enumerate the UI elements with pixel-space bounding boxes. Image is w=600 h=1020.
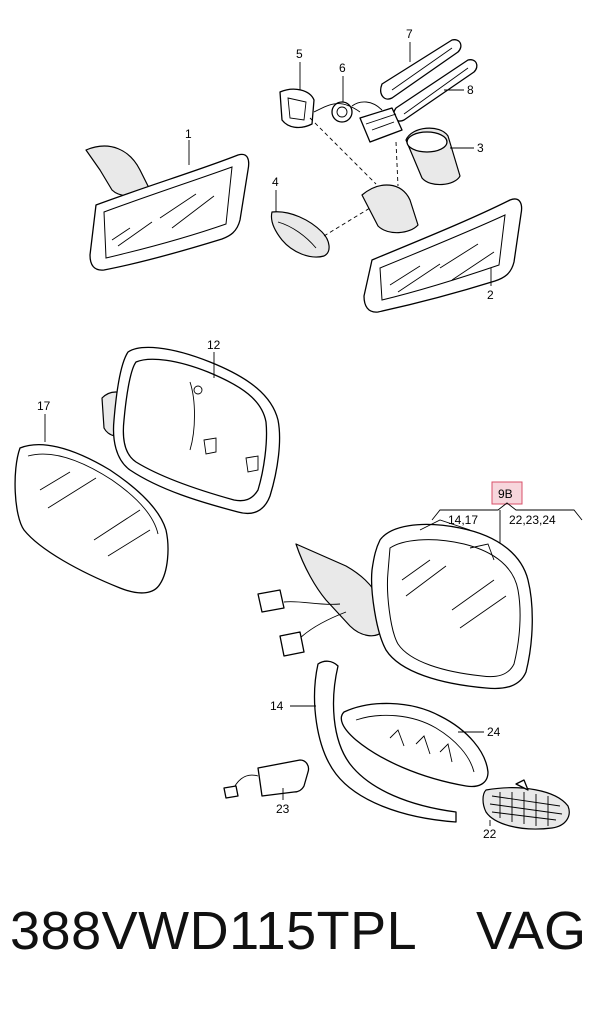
svg-text:4: 4 xyxy=(272,175,279,189)
svg-text:24: 24 xyxy=(487,725,501,739)
part-23-lamp: 23 xyxy=(223,759,310,816)
callout-7: 7 xyxy=(406,27,413,62)
group-reference: 9B 14,17 22,23,24 xyxy=(431,481,583,560)
footer: 388VWD115TPL VAG xyxy=(0,900,600,980)
callout-1: 1 xyxy=(185,127,192,165)
callout-5: 5 xyxy=(296,47,303,90)
svg-text:9B: 9B xyxy=(498,487,513,501)
harness-connector xyxy=(313,101,403,143)
svg-text:5: 5 xyxy=(296,47,303,61)
svg-text:6: 6 xyxy=(339,61,346,75)
svg-text:23: 23 xyxy=(276,802,290,816)
svg-text:22: 22 xyxy=(483,827,497,841)
svg-text:14: 14 xyxy=(270,699,284,713)
part-7-cover-strip xyxy=(380,39,462,100)
callout-8: 8 xyxy=(444,83,474,97)
part-2-interior-mirror xyxy=(361,184,523,313)
svg-text:12: 12 xyxy=(207,338,221,352)
part-17-mirror-glass: 17 xyxy=(14,399,169,594)
part-5-clip xyxy=(279,88,315,129)
part-14-seal: 14 xyxy=(270,660,457,823)
part-code: 388VWD115TPL xyxy=(10,901,418,961)
callout-3: 3 xyxy=(450,141,484,155)
svg-text:22,23,24: 22,23,24 xyxy=(509,513,556,527)
svg-text:8: 8 xyxy=(467,83,474,97)
exterior-mirror-assembly xyxy=(295,519,533,690)
part-22-turn-signal-lens: 22 xyxy=(482,779,570,841)
callout-4: 4 xyxy=(272,175,279,212)
brand-label: VAG xyxy=(475,901,586,961)
part-4-trim-piece xyxy=(270,211,330,258)
part-6-sensor xyxy=(331,101,353,123)
callout-2: 2 xyxy=(487,268,494,302)
part-12-mirror-glass-carrier: 12 xyxy=(101,338,281,515)
assembly-lines xyxy=(309,117,399,237)
mirror-harness xyxy=(257,589,347,657)
group-badge xyxy=(491,481,523,505)
svg-text:14,17: 14,17 xyxy=(448,513,478,527)
part-3-mount-cover xyxy=(405,127,461,186)
svg-text:2: 2 xyxy=(487,288,494,302)
svg-text:3: 3 xyxy=(477,141,484,155)
svg-text:17: 17 xyxy=(37,399,51,413)
svg-text:1: 1 xyxy=(185,127,192,141)
callout-6: 6 xyxy=(339,61,346,102)
svg-text:7: 7 xyxy=(406,27,413,41)
part-24-housing-cap: 24 xyxy=(340,702,501,788)
parts-diagram: 1 2 3 4 5 6 7 8 17 xyxy=(14,27,583,841)
part-1-interior-mirror xyxy=(85,145,250,271)
